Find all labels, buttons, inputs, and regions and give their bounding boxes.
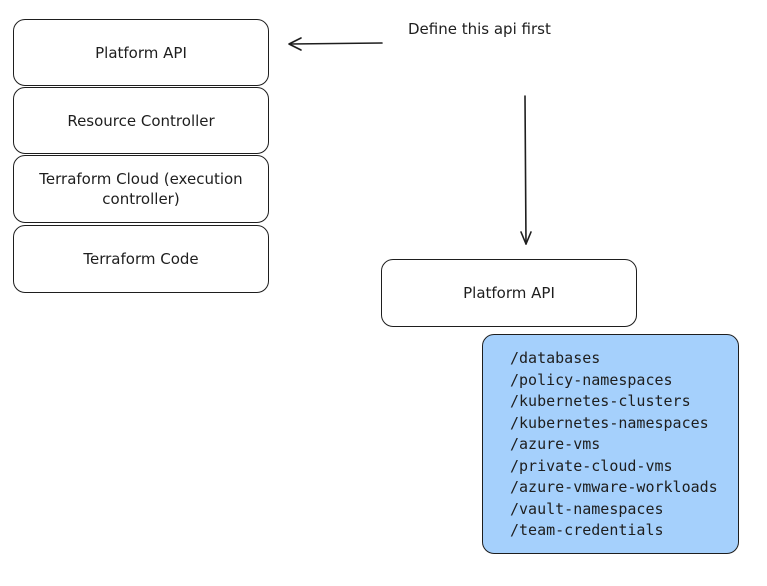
endpoint-item: /kubernetes-namespaces xyxy=(510,413,709,432)
endpoint-item: /azure-vms xyxy=(510,435,601,453)
layer-resource-controller: Resource Controller xyxy=(13,87,269,154)
endpoint-item: /policy-namespaces xyxy=(510,370,673,389)
endpoint-list: /databases /policy-namespaces /kubernete… xyxy=(482,334,739,554)
layer-label: Terraform Code xyxy=(83,250,199,268)
layer-platform-api: Platform API xyxy=(13,19,269,86)
arrow-down-to-api-box xyxy=(520,95,532,245)
endpoint-item: /team-credentials xyxy=(510,521,664,539)
annotation-text: Define this api first xyxy=(408,20,551,38)
platform-api-label: Platform API xyxy=(463,284,555,302)
platform-api-box: Platform API xyxy=(381,259,637,327)
layer-label: Resource Controller xyxy=(67,111,215,130)
layer-terraform-code: Terraform Code xyxy=(13,225,269,293)
arrow-to-platform-api xyxy=(288,37,383,51)
layer-terraform-cloud: Terraform Cloud (execution controller) xyxy=(13,155,269,223)
layer-label: Platform API xyxy=(95,43,187,62)
endpoint-item: /databases xyxy=(510,349,601,367)
endpoint-item: /azure-vmware-workloads xyxy=(510,478,718,496)
endpoint-item: /vault-namespaces xyxy=(510,499,664,518)
endpoint-item: /private-cloud-vms xyxy=(510,456,673,475)
endpoint-item: /kubernetes-clusters xyxy=(510,392,691,410)
layer-label: Terraform Cloud (execution controller) xyxy=(39,170,243,208)
